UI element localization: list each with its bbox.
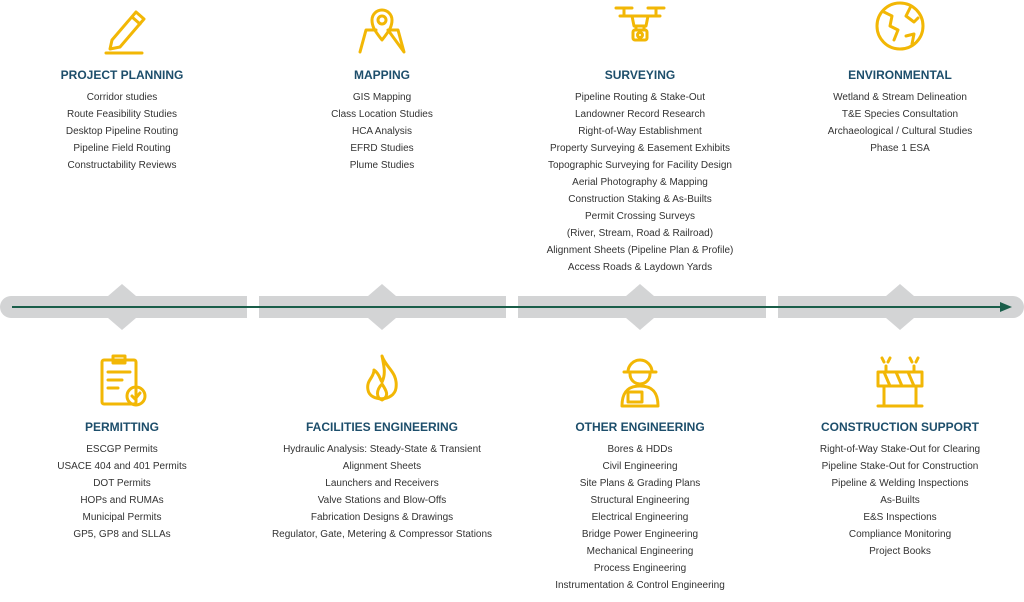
list-item: HOPs and RUMAs [80,495,164,506]
list-item: Project Books [869,546,931,557]
list-item: Pipeline Routing & Stake-Out [574,92,706,103]
map-pin-icon [352,0,412,56]
list-item: GP5, GP8 and SLLAs [73,529,171,540]
column-heading: SURVEYING [604,68,676,82]
list-item: Mechanical Engineering [586,546,694,557]
list-item: Aerial Photography & Mapping [572,177,708,188]
list-item: Topographic Surveying for Facility Desig… [548,160,732,171]
list-item: Pipeline & Welding Inspections [831,478,969,489]
list-item: Phase 1 ESA [870,143,930,154]
barrier-icon [870,352,930,408]
list-item: Plume Studies [349,160,415,171]
pencil-icon [92,0,152,56]
list-item: ESCGP Permits [86,444,158,455]
list-item: HCA Analysis [351,126,413,137]
column-heading: ENVIRONMENTAL [848,68,952,82]
list-item: Alignment Sheets [342,461,422,472]
clipboard-check-icon [92,352,152,408]
list-item: Fabrication Designs & Drawings [310,512,454,523]
list-item: Constructability Reviews [67,160,177,171]
list-item: Valve Stations and Blow-Offs [317,495,447,506]
list-item: Right-of-Way Establishment [578,126,702,137]
list-item: Route Feasibility Studies [66,109,178,120]
list-item: E&S Inspections [863,512,937,523]
list-item: Compliance Monitoring [848,529,952,540]
list-item: Civil Engineering [602,461,678,472]
list-item: Electrical Engineering [591,512,689,523]
column-heading: MAPPING [353,68,410,82]
list-item: Pipeline Stake-Out for Construction [821,461,979,472]
list-item: Access Roads & Laydown Yards [567,262,713,273]
drone-icon [610,0,670,56]
list-item: Hydraulic Analysis: Steady-State & Trans… [283,444,481,455]
list-item: Corridor studies [86,92,158,103]
column-heading: FACILITIES ENGINEERING [305,420,458,434]
service-column: FACILITIES ENGINEERING Hydraulic Analysis… [252,352,512,543]
list-item: Property Surveying & Easement Exhibits [549,143,731,154]
list-item: Alignment Sheets (Pipeline Plan & Profil… [546,245,734,256]
list-item: Instrumentation & Control Engineering [555,580,725,591]
engineer-icon [610,352,670,408]
list-item: Archaeological / Cultural Studies [827,126,973,137]
column-heading: OTHER ENGINEERING [575,420,705,434]
list-item: GIS Mapping [352,92,412,103]
list-item: Bridge Power Engineering [581,529,699,540]
list-item: Permit Crossing Surveys (River, Stream, … [566,211,714,239]
list-item: Wetland & Stream Delineation [833,92,967,103]
list-item: Landowner Record Research [574,109,706,120]
list-item: Structural Engineering [590,495,690,506]
list-item: Class Location Studies [331,109,433,120]
list-item: Launchers and Receivers [325,478,439,489]
arrow-right-icon [1000,302,1012,312]
list-item: Pipeline Field Routing [73,143,171,154]
globe-icon [870,0,930,56]
list-item: Right-of-Way Stake-Out for Clearing [819,444,981,455]
flame-icon [352,352,412,408]
list-item: Process Engineering [593,563,687,574]
list-item: Desktop Pipeline Routing [65,126,179,137]
service-column: ENVIRONMENTAL Wetland & Stream Delineatio… [770,0,1024,157]
list-item: DOT Permits [93,478,151,489]
list-item: Construction Staking & As-Builts [568,194,712,205]
list-item: Regulator, Gate, Metering & Compressor S… [271,529,493,540]
list-item: T&E Species Consultation [841,109,959,120]
column-heading: PERMITTING [85,420,159,434]
column-heading: PROJECT PLANNING [60,68,184,82]
list-item: As-Builts [880,495,920,506]
list-item: EFRD Studies [350,143,414,154]
service-column: CONSTRUCTION SUPPORT Right-of-Way Stake-O… [770,352,1024,560]
list-item: USACE 404 and 401 Permits [57,461,187,472]
list-item: Site Plans & Grading Plans [579,478,701,489]
timeline-line [12,306,1008,308]
list-item: Municipal Permits [82,512,162,523]
column-heading: CONSTRUCTION SUPPORT [820,420,979,434]
list-item: Bores & HDDs [607,444,673,455]
